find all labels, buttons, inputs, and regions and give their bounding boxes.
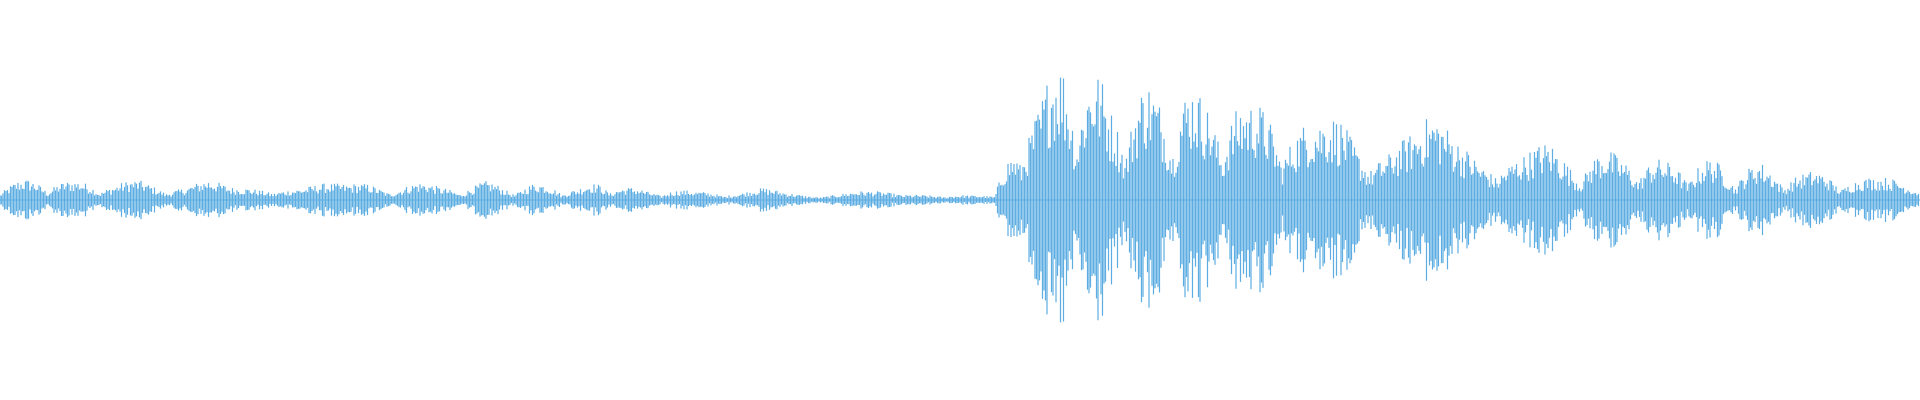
waveform-samples [0,77,1920,323]
